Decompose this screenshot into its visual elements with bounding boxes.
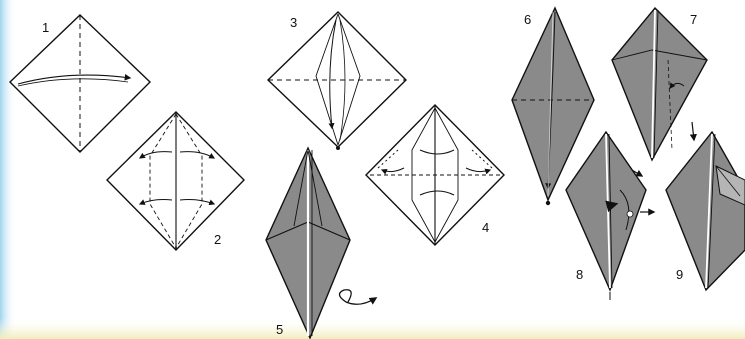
step-3-label: 3 [290,15,297,30]
bottom-edge-glow [0,318,745,339]
step-2-label: 2 [214,232,221,247]
left-edge-glow [0,0,16,339]
step-9-label: 9 [676,267,683,282]
step-7-label: 7 [690,12,697,27]
step-5-figure [266,148,376,338]
step-4-label: 4 [482,220,489,235]
step-3-figure [268,12,406,150]
step-2-figure [107,112,244,250]
step-1-figure [10,15,150,152]
step-5-label: 5 [276,322,283,337]
step-6-label: 6 [524,12,531,27]
step-7-figure [612,8,707,160]
step-9-figure [666,122,745,290]
step-1-label: 1 [42,20,49,35]
step-8-label: 8 [576,267,583,282]
